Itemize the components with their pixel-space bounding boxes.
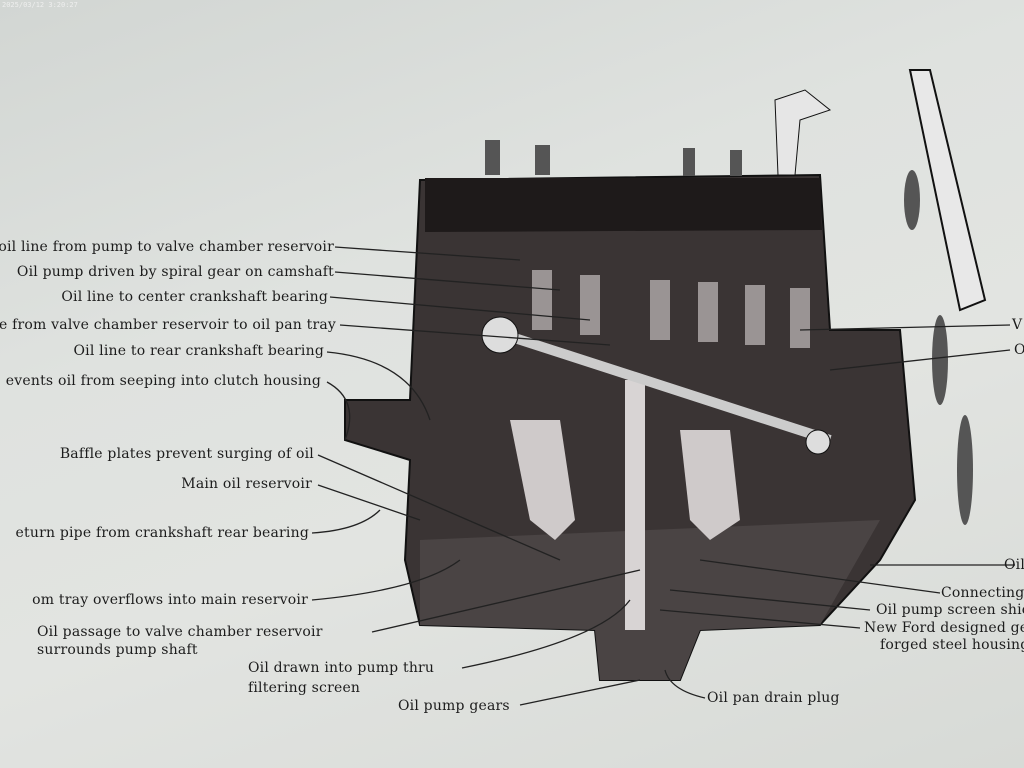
pistons xyxy=(510,420,740,540)
filler-neck xyxy=(774,89,832,176)
label-new-ford-gear: New Ford designed gea xyxy=(864,620,1024,636)
label-main-oil-reservoir: Main oil reservoir xyxy=(181,476,312,492)
label-oil-line-center-bearing: Oil line to center crankshaft bearing xyxy=(61,289,328,305)
label-filtering-screen: filtering screen xyxy=(248,680,361,696)
label-forged-steel-housing: forged steel housing xyxy=(880,637,1024,653)
label-tray-overflow: om tray overflows into main reservoir xyxy=(32,592,308,608)
label-return-pipe: eturn pipe from crankshaft rear bearing xyxy=(15,525,309,541)
label-oil-pump-gears: Oil pump gears xyxy=(398,698,510,714)
photo-timestamp: 2025/03/12 3:20:27 xyxy=(2,1,78,9)
label-valve-chamber-to-pan-tray: e from valve chamber reservoir to oil pa… xyxy=(0,317,336,333)
oil-pan xyxy=(420,520,880,680)
label-clutch-housing-seal: events oil from seeping into clutch hous… xyxy=(5,373,321,389)
oil-line xyxy=(488,325,832,445)
label-right-o: O xyxy=(1014,342,1024,358)
label-connecting-rod: Connecting r xyxy=(941,585,1024,601)
label-baffle-plates: Baffle plates prevent surging of oil xyxy=(59,446,314,462)
cylinder-head xyxy=(425,178,822,232)
label-oil-pump-spiral-gear: Oil pump driven by spiral gear on camsha… xyxy=(16,264,334,280)
label-right-v: V xyxy=(1012,317,1023,333)
label-oil-passage-2: surrounds pump shaft xyxy=(37,642,198,658)
label-right-oil: Oil xyxy=(1004,557,1024,573)
label-oil-line-to-valve-chamber: n oil line from pump to valve chamber re… xyxy=(0,239,334,255)
label-oil-passage: Oil passage to valve chamber reservoir xyxy=(37,624,323,640)
pump-shaft xyxy=(625,380,645,630)
leader-lines xyxy=(311,246,1015,706)
fan-blade xyxy=(908,69,987,312)
label-oil-pump-screen-shield: Oil pump screen shield xyxy=(876,602,1024,618)
label-oil-pan-drain-plug: Oil pan drain plug xyxy=(707,690,840,706)
label-oil-drawn-into-pump: Oil drawn into pump thru xyxy=(248,660,435,676)
label-oil-line-rear-bearing: Oil line to rear crankshaft bearing xyxy=(73,343,324,359)
